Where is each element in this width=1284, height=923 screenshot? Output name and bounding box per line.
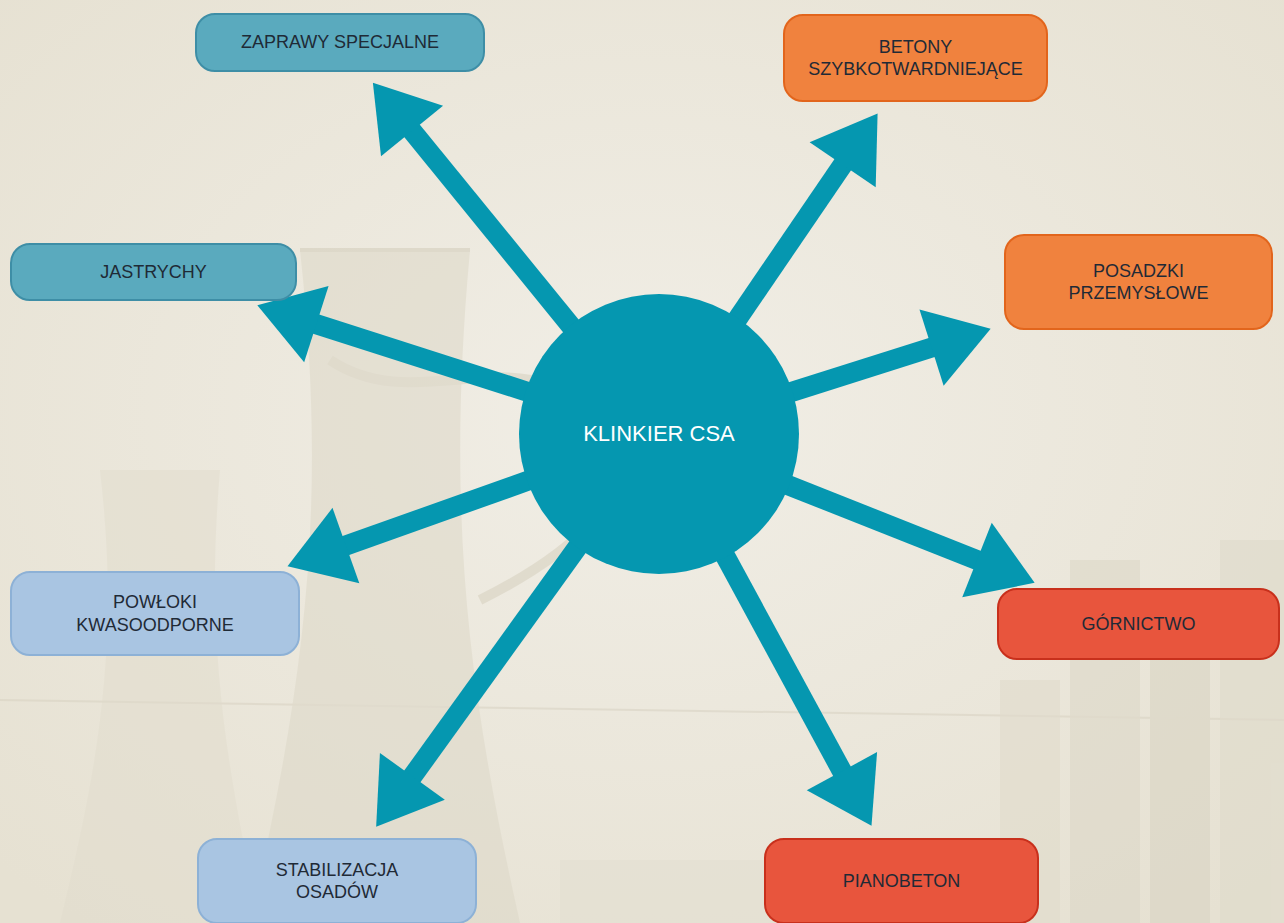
arrow-shaft <box>724 554 845 777</box>
box-label: GÓRNICTWO <box>1082 613 1196 636</box>
connector-arrow <box>736 114 878 322</box>
application-box: POWŁOKI KWASOODPORNE <box>10 571 300 656</box>
box-label: JASTRYCHY <box>100 261 207 284</box>
box-label: BETONY SZYBKOTWARDNIEJĄCE <box>799 36 1032 81</box>
application-box: JASTRYCHY <box>10 243 297 301</box>
arrow-shaft <box>311 322 530 392</box>
box-label: POWŁOKI KWASOODPORNE <box>55 591 255 636</box>
connector-arrow <box>789 309 991 392</box>
box-label: POSADZKI PRZEMYSŁOWE <box>1039 260 1239 305</box>
arrow-shaft <box>785 484 982 562</box>
arrow-head <box>376 753 445 827</box>
power-plant-silhouette <box>0 250 1284 923</box>
arrow-head <box>810 114 878 188</box>
arrow-head <box>288 508 360 583</box>
connector-arrow <box>257 286 529 392</box>
arrow-shaft <box>408 126 573 328</box>
connector-arrow <box>288 480 531 584</box>
box-label: ZAPRAWY SPECJALNE <box>241 31 439 54</box>
application-box: PIANOBETON <box>764 838 1039 923</box>
arrow-shaft <box>789 346 938 393</box>
arrow-head <box>373 83 443 156</box>
center-label: KLINKIER CSA <box>583 420 735 448</box>
connector-arrow <box>376 544 579 826</box>
box-label: STABILIZACJA OSADÓW <box>252 859 422 904</box>
arrow-head <box>919 309 990 385</box>
center-circle: KLINKIER CSA <box>519 294 799 574</box>
arrow-shaft <box>340 480 531 548</box>
application-box: POSADZKI PRZEMYSŁOWE <box>1004 234 1273 330</box>
connector-arrow <box>724 554 877 826</box>
arrow-head <box>962 523 1034 597</box>
application-box: GÓRNICTWO <box>997 588 1280 660</box>
cooling-tower-rim <box>300 248 470 252</box>
arrow-shaft <box>409 544 580 781</box>
application-box: BETONY SZYBKOTWARDNIEJĄCE <box>783 14 1048 102</box>
arrow-head <box>807 752 877 826</box>
power-line <box>0 700 1284 720</box>
box-label: PIANOBETON <box>843 870 961 893</box>
connector-arrow <box>785 484 1034 597</box>
application-box: ZAPRAWY SPECJALNE <box>195 13 485 72</box>
connector-arrow <box>373 83 573 329</box>
application-box: STABILIZACJA OSADÓW <box>197 838 477 923</box>
arrow-shaft <box>736 160 846 322</box>
